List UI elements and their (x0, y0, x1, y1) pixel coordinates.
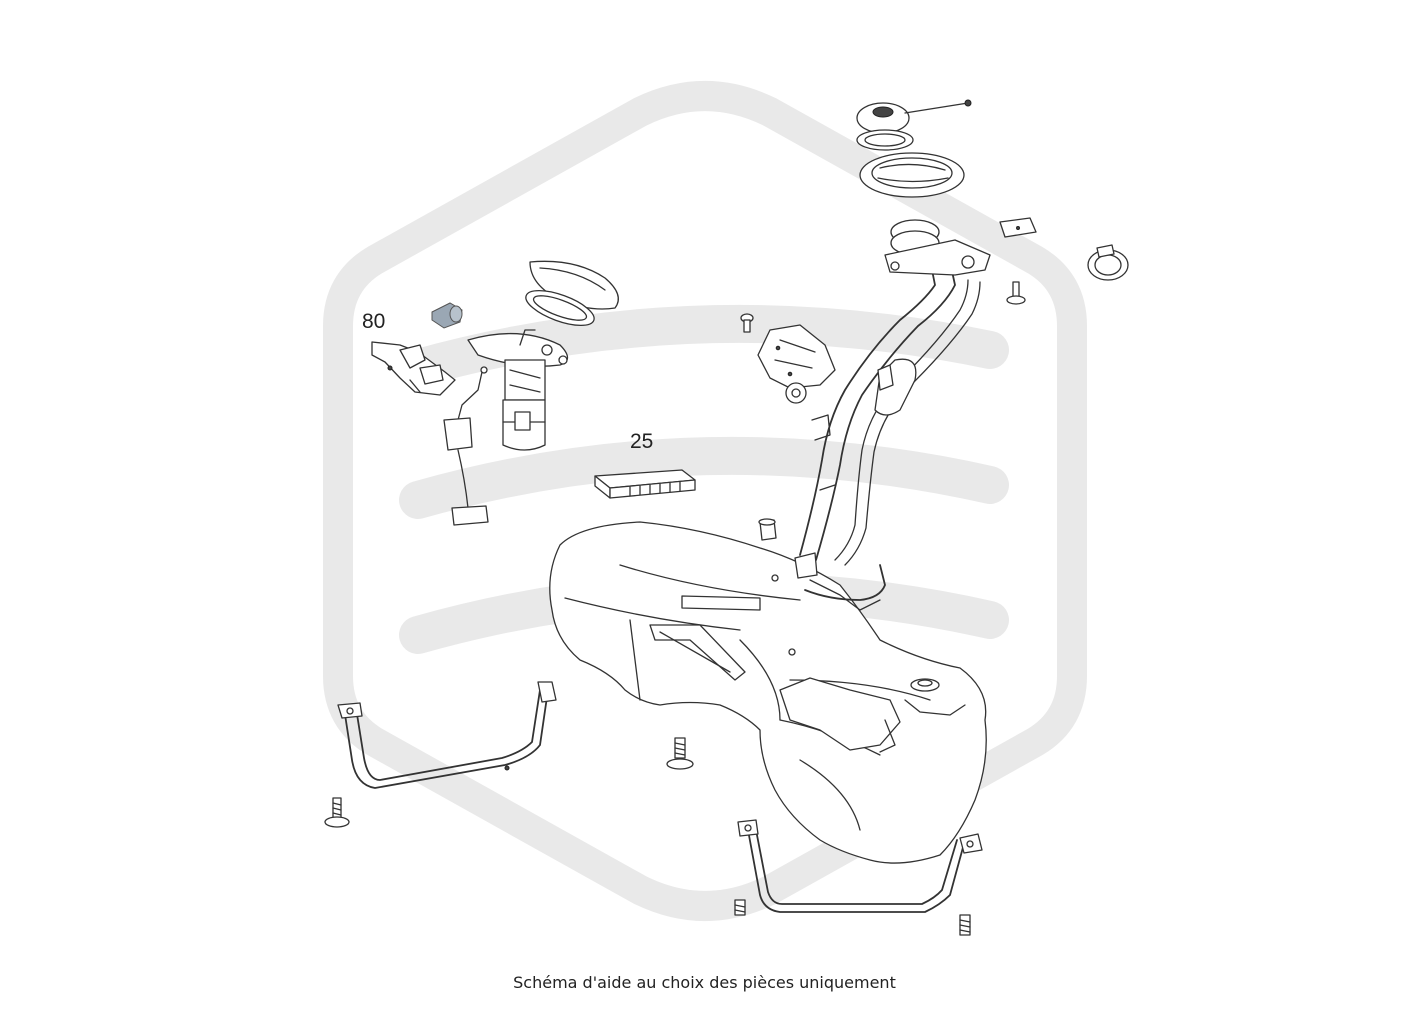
filler-neck[interactable] (794, 259, 981, 611)
callout-25[interactable]: 25 (630, 430, 654, 453)
bracket-80[interactable] (371, 341, 456, 396)
stud-right-b[interactable] (959, 914, 971, 936)
adhesive-pad[interactable] (999, 217, 1037, 238)
pump-sensor-part[interactable] (431, 302, 463, 329)
filler-bolt[interactable] (1006, 281, 1026, 305)
tank-plug[interactable] (758, 518, 777, 541)
stud-right-a[interactable] (734, 899, 746, 916)
tank-strap-left[interactable] (337, 681, 557, 789)
hose-clamp[interactable] (1087, 244, 1129, 281)
heat-shield[interactable] (757, 324, 836, 389)
grommet[interactable] (785, 382, 807, 404)
callout-80[interactable]: 80 (362, 310, 386, 333)
diagram-caption: Schéma d'aide au choix des pièces unique… (513, 973, 896, 992)
tank-bolt-center[interactable] (666, 737, 694, 770)
filler-head[interactable] (884, 219, 991, 276)
strap-bolt-left[interactable] (324, 797, 350, 828)
filter-element-25[interactable] (594, 469, 696, 499)
tank-strap-right[interactable] (737, 819, 983, 913)
fuel-cap[interactable] (856, 99, 972, 151)
fuel-pump-module[interactable] (467, 260, 619, 451)
shield-screw[interactable] (740, 313, 754, 333)
filler-housing[interactable] (859, 152, 965, 198)
fuel-tank[interactable] (549, 521, 987, 864)
fuel-level-sender[interactable] (443, 366, 489, 526)
